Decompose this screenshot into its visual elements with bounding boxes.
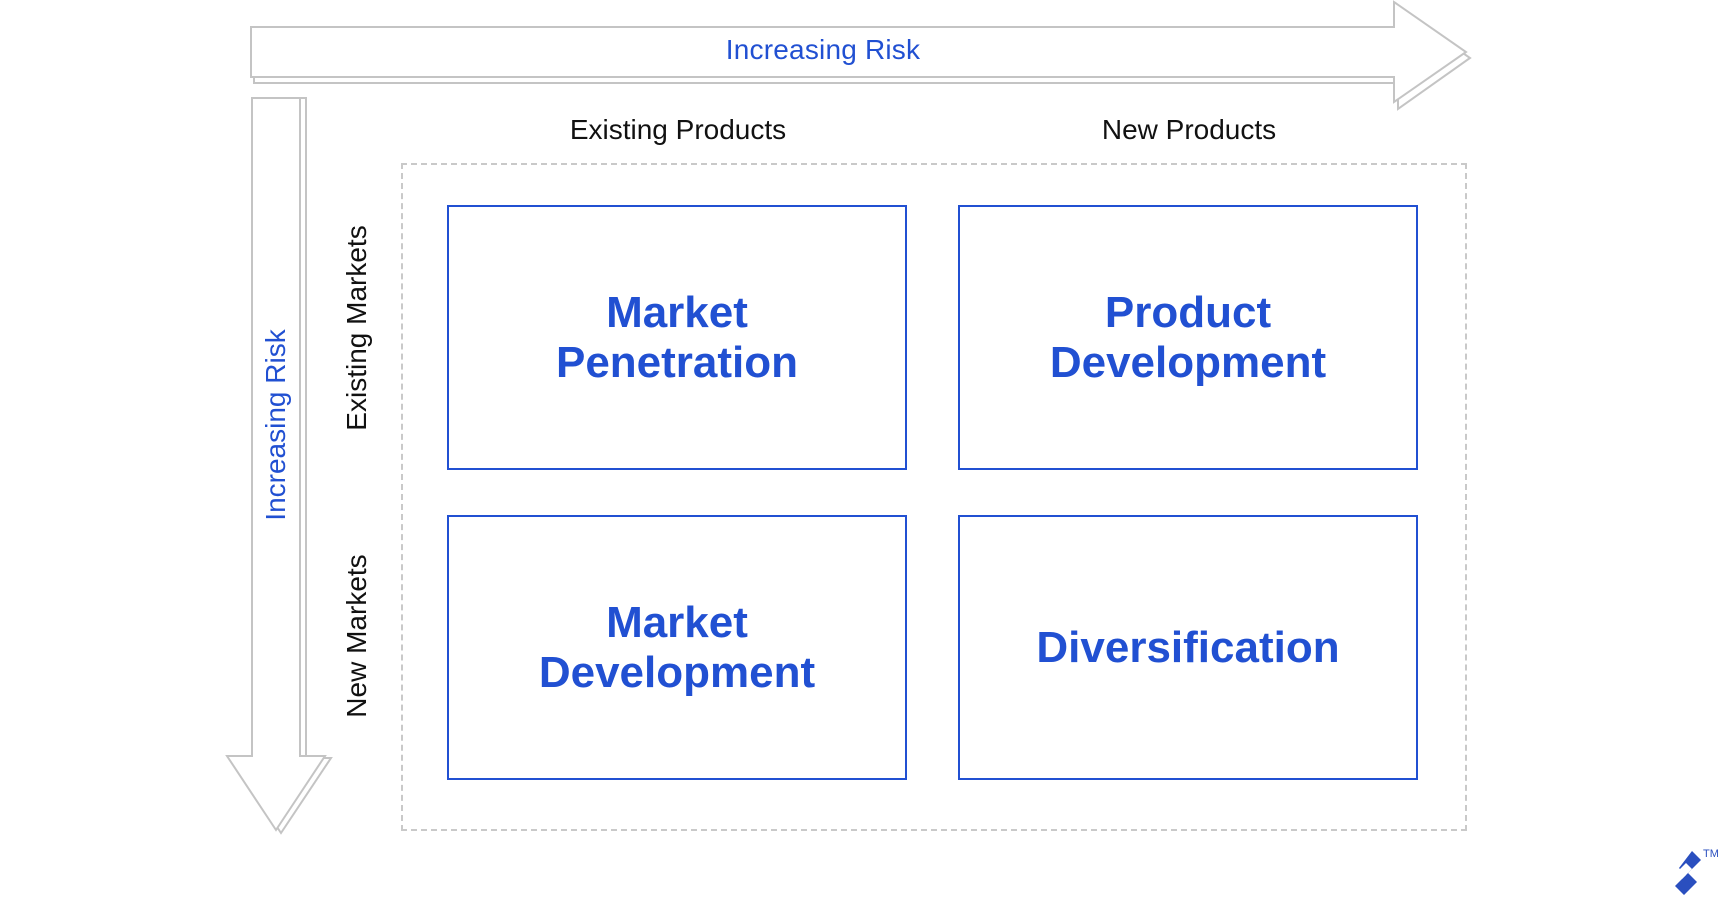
column-header-new-products: New Products bbox=[1101, 114, 1277, 145]
column-header-existing-products: Existing Products bbox=[569, 114, 787, 145]
row-header-existing-markets: Existing Markets bbox=[341, 225, 372, 431]
quadrant-title: Diversification bbox=[1036, 622, 1340, 672]
quadrant-product-development: Product Development bbox=[958, 205, 1418, 470]
quadrant-market-penetration: Market Penetration bbox=[447, 205, 907, 470]
row-header-new-markets: New Markets bbox=[341, 554, 372, 718]
vertical-risk-label: Increasing Risk bbox=[260, 329, 291, 521]
quadrant-market-development: Market Development bbox=[447, 515, 907, 780]
matrix-frame bbox=[401, 163, 1467, 831]
quadrant-title: Product Development bbox=[1049, 287, 1327, 387]
trademark-mark: TM bbox=[1703, 848, 1719, 860]
quadrant-diversification: Diversification bbox=[958, 515, 1418, 780]
quadrant-title: Market Penetration bbox=[555, 287, 799, 387]
quadrant-title: Market Development bbox=[538, 597, 816, 697]
horizontal-risk-label: Increasing Risk bbox=[725, 34, 921, 65]
toptal-logo-icon bbox=[1675, 851, 1701, 895]
